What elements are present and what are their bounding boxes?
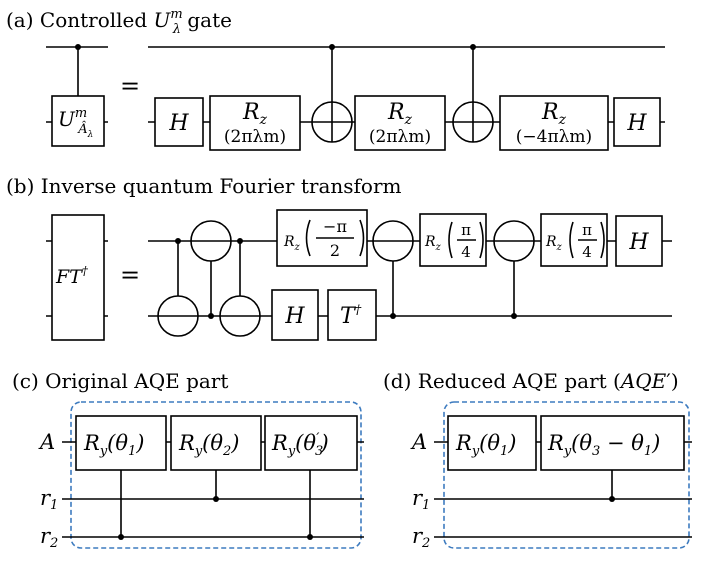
ry-label: Ry(θ3 − θ1) (547, 431, 660, 459)
rz-arg: (2πλm) (369, 127, 431, 147)
rz-label: Rz (283, 234, 301, 253)
rz-gate-a2 (354, 95, 446, 151)
wire-label-a: A (410, 430, 427, 454)
rz-den: 2 (330, 241, 340, 260)
rz-num: −π (323, 217, 347, 236)
rz-num: π (461, 221, 471, 239)
ft-dagger-label: FT† (55, 264, 89, 288)
wire-label-r2: r2 (412, 524, 430, 551)
equals-a: = (120, 72, 140, 100)
wire-label-a: A (38, 430, 55, 454)
rz-gate-a1 (209, 95, 301, 151)
rz-label: Rz (541, 100, 567, 128)
ry-theta3prime-gate-c (264, 415, 358, 471)
h-label: H (628, 230, 649, 255)
rz-gate-a3 (499, 95, 609, 151)
rz-arg: (2πλm) (224, 127, 286, 147)
controlled-u-gate (51, 95, 105, 147)
panel-b-lhs: FT† (46, 214, 108, 341)
rz-label: Rz (424, 234, 442, 253)
ry-theta1-gate-c (75, 415, 167, 471)
h-label: H (284, 304, 305, 329)
h-gate-b1 (271, 289, 319, 341)
ry-theta3-minus-theta1-gate-d (540, 415, 685, 471)
h-gate-a2 (613, 97, 661, 147)
h-label: H (168, 111, 189, 136)
caption-d: (d) Reduced AQE part (AQE′) (383, 369, 679, 393)
wire-label-r1: r1 (40, 486, 58, 513)
aqe-reduced-dashed-box (443, 401, 690, 549)
caption-c: (c) Original AQE part (12, 369, 228, 393)
rz-num: π (582, 221, 592, 239)
t-dagger-gate (327, 289, 377, 341)
ft-dagger-gate (51, 214, 105, 341)
ry-label: Ry(θ2) (178, 431, 240, 459)
rz-den: 4 (461, 243, 471, 261)
h-gate-b2 (615, 215, 663, 267)
rz-label: Rz (545, 234, 563, 253)
wire-label-r1: r1 (412, 486, 430, 513)
caption-b: (b) Inverse quantum Fourier transform (6, 174, 402, 198)
rz-label: Rz (242, 100, 268, 128)
aqe-original-dashed-box (70, 401, 362, 549)
h-label: H (626, 111, 647, 136)
rz-den: 4 (582, 243, 592, 261)
ry-label: Ry(θ1) (455, 431, 517, 459)
equals-b: = (120, 261, 140, 289)
ry-label: Ry(θ1) (83, 431, 145, 459)
h-gate-a1 (154, 97, 204, 147)
ry-theta2-gate-c (170, 415, 262, 471)
wire-label-r2: r2 (40, 524, 58, 551)
t-dagger-label: T† (340, 303, 362, 329)
rz-label: Rz (387, 100, 413, 128)
ry-theta1-gate-d (447, 415, 537, 471)
rz-arg: (−4πλm) (516, 127, 592, 147)
ry-label: Ry(θ3′) (271, 431, 329, 459)
